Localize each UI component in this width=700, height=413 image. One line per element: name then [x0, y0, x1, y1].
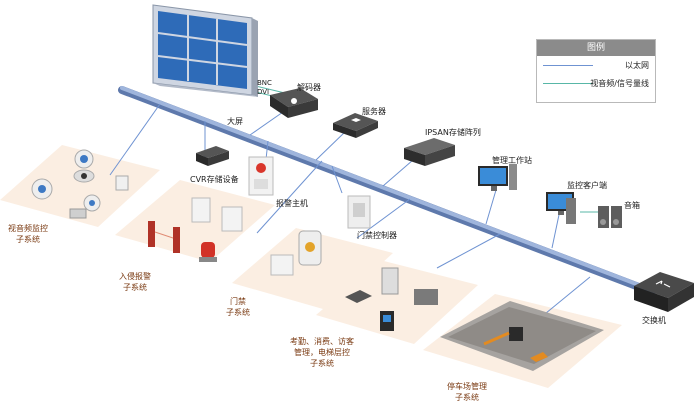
card-reader-icon — [270, 230, 322, 276]
cvr-icon — [196, 146, 229, 166]
detector-panel-icon — [191, 197, 243, 232]
access-controller-label: 门禁控制器 — [357, 231, 397, 240]
parking-subsystem-label: 停车场管理 子系统 — [447, 381, 487, 403]
monitor-client-icon — [546, 192, 576, 224]
siren-icon — [199, 242, 217, 262]
alarm-host-icon — [248, 156, 274, 196]
cvr-label: CVR存储设备 — [190, 175, 239, 184]
attendance-subsystem-line3: 子系统 — [310, 359, 334, 368]
screen-label: 大屏 — [227, 117, 243, 126]
legend-ethernet-text: 以太网 — [625, 61, 649, 70]
ipsan-label: IPSAN存储阵列 — [425, 128, 481, 137]
video-subsystem-label: 视音频监控 子系统 — [8, 223, 48, 245]
legend-ethernet-row: 以太网 — [537, 56, 655, 74]
access-subsystem-label: 门禁 子系统 — [226, 296, 250, 318]
intrusion-subsystem-line1: 入侵报警 — [119, 272, 151, 281]
backbone-network — [118, 86, 656, 296]
server-icon — [333, 113, 378, 138]
workstation-icon — [478, 164, 517, 191]
speaker-icon — [598, 206, 622, 228]
speaker-label: 音箱 — [624, 201, 640, 210]
legend-av-text: 视音频/信号量线 — [590, 79, 649, 88]
intrusion-subsystem-line2: 子系统 — [123, 283, 147, 292]
monitor-client-label: 监控客户端 — [567, 181, 607, 190]
switch-icon — [634, 272, 694, 312]
parking-subsystem-line2: 子系统 — [455, 393, 479, 402]
attendance-subsystem-label: 考勤、消费、访客 管理，电梯层控 子系统 — [290, 336, 354, 369]
legend-box: 图例 以太网 视音频/信号量线 — [536, 39, 656, 103]
attendance-subsystem-line1: 考勤、消费、访客 — [290, 337, 354, 346]
attendance-terminal-icon — [345, 267, 438, 331]
dvi-label: DVI — [257, 88, 270, 96]
workstation-label: 管理工作站 — [492, 156, 532, 165]
video-subsystem-line1: 视音频监控 — [8, 224, 48, 233]
decoder-label: 解码器 — [297, 83, 321, 92]
legend-ethernet-line — [543, 65, 593, 66]
intrusion-subsystem-label: 入侵报警 子系统 — [119, 271, 151, 293]
alarm-host-label: 报警主机 — [276, 199, 308, 208]
barrier-gate-icon — [440, 301, 604, 371]
video-subsystem-line2: 子系统 — [16, 235, 40, 244]
access-subsystem-line1: 门禁 — [230, 297, 246, 306]
legend-title: 图例 — [537, 40, 655, 56]
video-wall-icon — [152, 4, 258, 97]
access-subsystem-line2: 子系统 — [226, 308, 250, 317]
legend-av-row: 视音频/信号量线 — [537, 74, 655, 92]
beam-detector-icon — [148, 221, 180, 253]
storage-array-icon — [404, 138, 455, 166]
attendance-subsystem-line2: 管理，电梯层控 — [294, 348, 350, 357]
bnc-label: BNC — [257, 79, 272, 87]
ethernet-links — [109, 103, 591, 319]
access-controller-icon — [347, 195, 371, 229]
parking-subsystem-line1: 停车场管理 — [447, 382, 487, 391]
switch-label: 交换机 — [642, 316, 666, 325]
camera-icon — [31, 149, 129, 219]
decoder-icon — [270, 88, 318, 118]
server-label: 服务器 — [362, 107, 386, 116]
legend-av-line — [543, 83, 593, 84]
